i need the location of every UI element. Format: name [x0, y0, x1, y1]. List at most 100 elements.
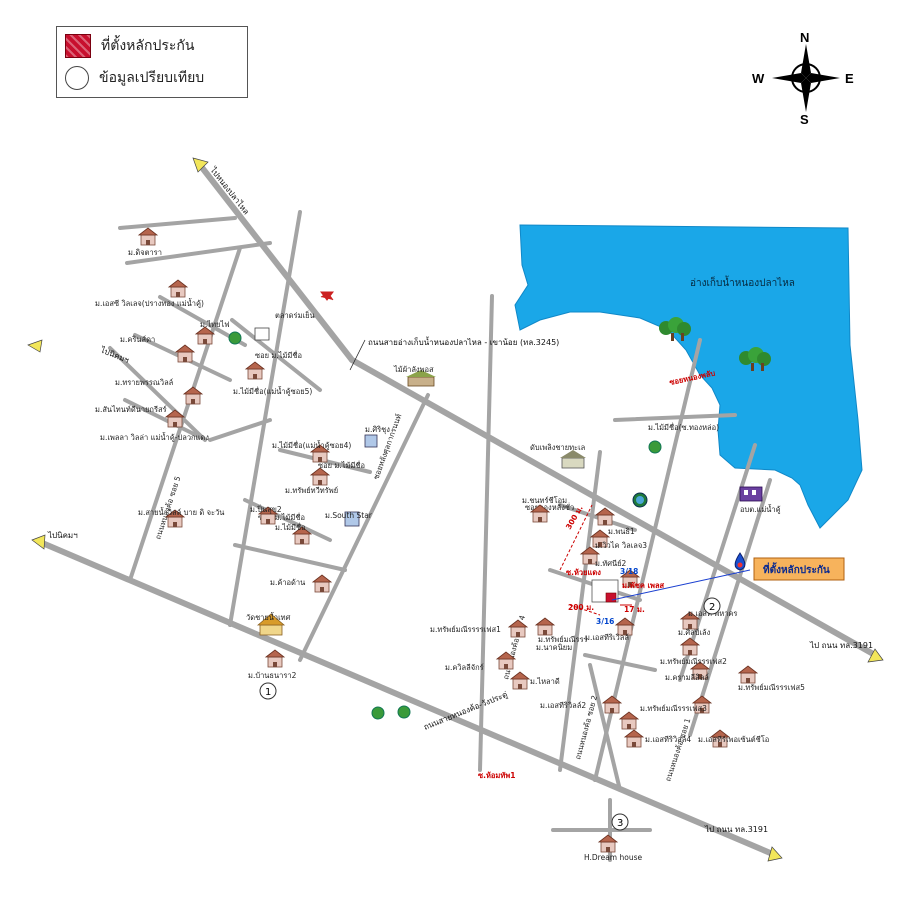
eagle-logo-icon	[320, 290, 334, 302]
place-label: อบต.แม่น้ำคู้	[740, 504, 781, 514]
place-label: ม.เอสทีริวิลล์2	[540, 701, 586, 710]
arrow-left-icon	[31, 534, 46, 550]
legend-comparison-label: ข้อมูลเปรียบเทียบ	[99, 70, 205, 86]
place-label: ม.เอสทีริวิลล์4	[645, 735, 691, 744]
place-label: ม.ไม้มีชื่อ	[275, 522, 306, 532]
green-badge-icons	[228, 331, 662, 720]
arrow-right-upper-icon	[867, 648, 884, 663]
place-label: ม.ทัศนีย์2	[595, 559, 627, 568]
road-label-to-right-lower: ไป ถนน ทล.3191	[704, 825, 768, 834]
blue-drop-icon	[734, 552, 746, 571]
distance-label: 200 ม.	[568, 603, 594, 612]
collateral-callout-label: ที่ตั้งหลักประกัน	[763, 562, 830, 576]
place-label: ม.South Star	[325, 511, 373, 520]
place-label: ม.ไทยไฟ	[200, 320, 230, 329]
road-label-soi-red-3: ซ.ห้วยแดง	[566, 568, 601, 577]
legend-row-collateral: ที่ตั้งหลักประกัน	[65, 33, 194, 59]
admin-building-icon	[739, 486, 763, 502]
collateral-pointer-line	[611, 569, 751, 601]
place-label: ม.ชนทร์ชีโอม	[522, 496, 567, 505]
place-label: ม.เอสทีร์เพอเซ้นต์ชีโอ	[698, 735, 769, 744]
compass-north: N	[800, 30, 809, 45]
place-label: ม.ทรายพรรณวิลล์	[115, 378, 173, 387]
compass-east: E	[845, 71, 854, 86]
collateral-site	[591, 569, 751, 603]
distance-label: 17 ม.	[624, 605, 645, 614]
place-label: ม.สายน้ำวิลล์ บาย ดิ จะวัน	[138, 507, 224, 517]
place-label: ม.เอสซี วิลเลจ(ปรางทอง แม่น้ำคู้)	[95, 298, 204, 308]
place-label: ม.ทรัพย์มณีรรรเฟส2	[660, 657, 727, 666]
place-label: ม.ไม้มีชื่อ(ซ.ทองหล่อ)	[648, 422, 719, 432]
road-main-3245	[349, 357, 878, 658]
place-label: ตลาดร่มเย็น	[275, 310, 315, 320]
arrow-right-lower-icon	[767, 846, 783, 862]
place-label: ม.บ้านธนารา2	[248, 671, 297, 680]
collateral-callout-box	[753, 557, 845, 581]
comparison-circle-icon	[611, 813, 629, 831]
market-icon	[406, 370, 436, 387]
road-label-to-left-upper: ไปนิคมฯ	[98, 345, 130, 365]
lake-name-label: อ่างเก็บน้ำหนองปลาไหล	[690, 275, 795, 289]
place-label: ม.พนธิ1	[608, 527, 635, 536]
place-label: ม.ไหลาดี	[530, 677, 560, 686]
fire-station-icon	[560, 450, 586, 469]
road-label-soi-kong-lang-shua: ซอยกองหลังชั่ว	[525, 502, 574, 512]
arrow-left-upper-icon	[27, 339, 43, 353]
place-label: ม.ทรัพย์ทวีทรัพย์	[285, 486, 338, 495]
comparison-marker-number: 3	[617, 818, 623, 829]
road-network	[37, 162, 878, 858]
place-label: ม.ไม้มีชื่อ(แม่น้ำคู้ซอย4)	[272, 440, 351, 450]
place-label: ม.นาคนิยม	[536, 643, 572, 652]
map-legend: ที่ตั้งหลักประกัน ข้อมูลเปรียบเทียบ	[56, 26, 248, 98]
place-label: ม.ค้าอด้าน	[270, 578, 305, 587]
road-label-main: ถนนสายอ่างเก็บน้ำหนองปลาไหล - เขาน้อย (ท…	[368, 336, 559, 347]
road-label-soi-maimisri-1: ซอย ม.ไม้มีชื่อ	[255, 350, 302, 360]
road-label-soi-red-2: ซ.ห้อมทัพ1	[478, 771, 515, 780]
place-label: ม.ศิริชุง	[365, 425, 390, 434]
collateral-marker-icon	[605, 592, 617, 603]
place-label: ม.เพลลา วิลล่า แม่น้ำคู้-ปลวกแดง	[100, 432, 209, 442]
temple-icon	[256, 613, 286, 636]
place-label: ม.ทรัพย์มณีรรร	[538, 635, 588, 644]
road-southwest	[37, 539, 778, 858]
legend-collateral-label: ที่ตั้งหลักประกัน	[101, 38, 195, 54]
compass-rose-icon: N S W E	[752, 30, 854, 127]
place-label: H.Dream house	[584, 853, 642, 862]
comparison-markers: 1 2 3	[259, 597, 721, 831]
place-label: ม.ครินส์ดา	[120, 335, 155, 344]
place-label-collateral: ม.พัชค เพลส	[622, 581, 665, 590]
place-label: ม.ทรัพย์มณีรรรรเฟส1	[430, 625, 501, 634]
empty-plot-icon	[254, 327, 270, 341]
place-label: ไม้ผ้าลังพอส	[393, 365, 434, 374]
compass-south: S	[800, 112, 809, 127]
place-label: ดับเพลิงชายทะเล	[530, 443, 585, 452]
address-label: 3/18	[620, 567, 638, 576]
comparison-marker-number: 2	[709, 602, 715, 613]
comparison-circle-icon	[259, 682, 277, 700]
place-label: ม.สันไทนท์ดีนายกรีสร์	[95, 405, 167, 414]
place-label: ม.ควิลลีจักร์	[445, 663, 484, 672]
place-label: ม.วิวไค วิลเลจ3	[595, 541, 647, 550]
place-label: ม.ไม้มีชื่อ(แม่น้ำคู้ซอย5)	[233, 386, 312, 396]
road-end-arrows	[27, 157, 884, 862]
legend-row-comparison: ข้อมูลเปรียบเทียบ	[65, 65, 204, 91]
road-label-soi-nong-khor-1: ถนนหนองค้อ ซอย 1	[663, 717, 692, 783]
road-label-to-top-left: ไปหนองปลาไหล	[208, 165, 251, 217]
comparison-circle-icon	[703, 597, 721, 615]
road-to-top-left	[197, 162, 355, 363]
road-label-to-left-lower: ไปนิคมฯ	[47, 531, 78, 540]
place-label: ม.ทรัพย์มณีรรรเฟส5	[738, 683, 805, 692]
road-label-to-right-upper: ไป ถนน ทล.3191	[809, 641, 873, 650]
place-label: ม.เอสทีริเวิลล์	[585, 633, 629, 642]
comparison-marker-number: 1	[265, 687, 271, 698]
place-label: ม.ปิ่นสุข2	[250, 504, 282, 514]
address-label: 3/16	[596, 617, 614, 626]
place-label: ม.ดิจตารา	[128, 248, 162, 257]
green-circle-icon	[632, 492, 648, 508]
place-label: ม.ศิลป์เล้ง	[678, 628, 711, 637]
office-icon	[344, 434, 378, 527]
road-label-soi-maimisri-3: ซอย ม.ไม้มีชื่อ	[258, 512, 305, 522]
arrow-top-left-icon	[192, 157, 209, 173]
place-label: วัดชายน้ำเทศ	[246, 612, 291, 622]
road-label-soi-maimisri-2: ซอย ม.ไม้มีชื่อ	[318, 460, 365, 470]
